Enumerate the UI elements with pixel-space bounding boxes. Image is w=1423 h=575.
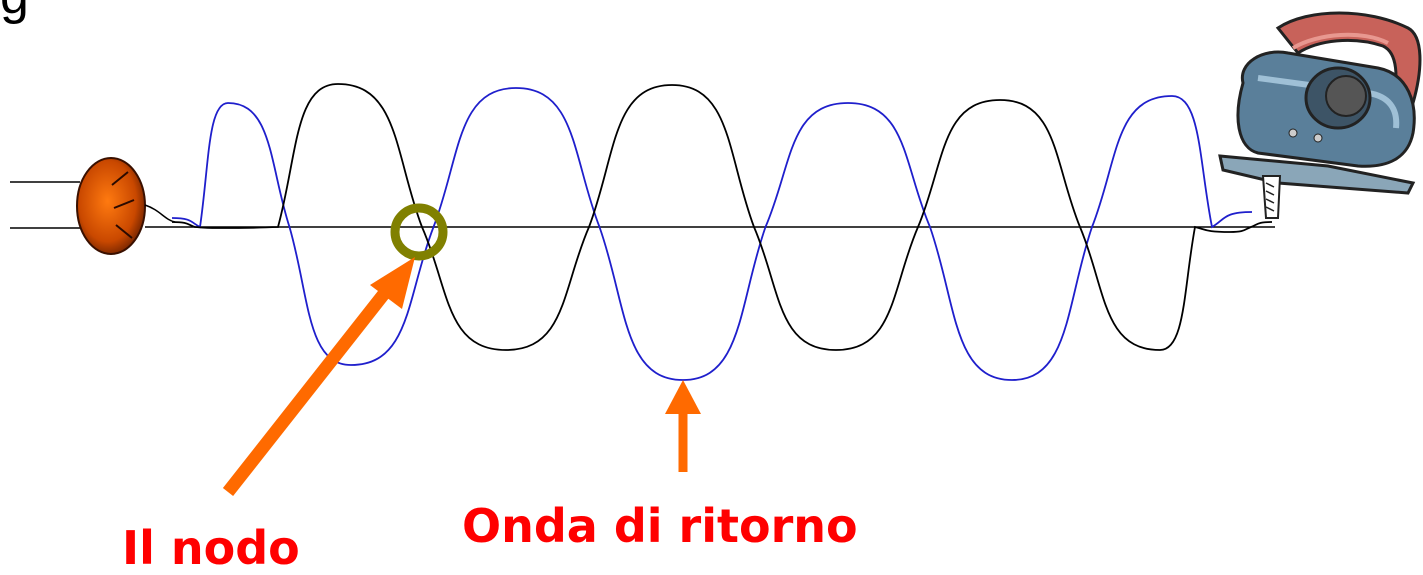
node-arrow xyxy=(222,257,415,497)
brown-ball-icon xyxy=(76,157,176,255)
node-label: Il nodo xyxy=(122,521,300,575)
incoming-wave xyxy=(171,87,1253,381)
node-marker-circle xyxy=(390,203,448,261)
return-wave-label: Onda di ritorno xyxy=(462,499,858,553)
top-left-text-fragment: g xyxy=(0,0,29,22)
jigsaw-tool-icon xyxy=(1218,11,1422,219)
return-wave-arrow xyxy=(665,380,701,472)
reflected-wave xyxy=(171,83,1273,351)
